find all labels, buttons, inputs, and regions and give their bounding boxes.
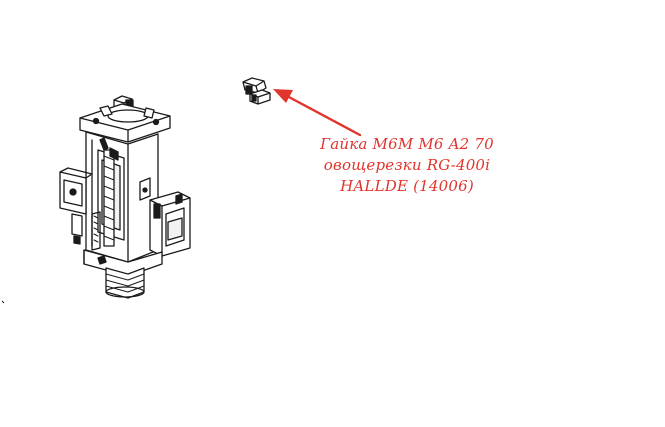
vegetable-cutter-assembly-icon [59,95,191,299]
part-caption: Гайка M6M M6 A2 70 овощерезки RG-400i HA… [282,134,532,197]
arrow-icon [273,89,362,137]
caption-line-3: HALLDE (14006) [340,177,474,195]
stray-mark [1,300,5,304]
hex-nut-icon [242,77,271,105]
caption-line-1: Гайка M6M M6 A2 70 [320,135,494,153]
caption-line-2: овощерезки RG-400i [323,156,491,174]
